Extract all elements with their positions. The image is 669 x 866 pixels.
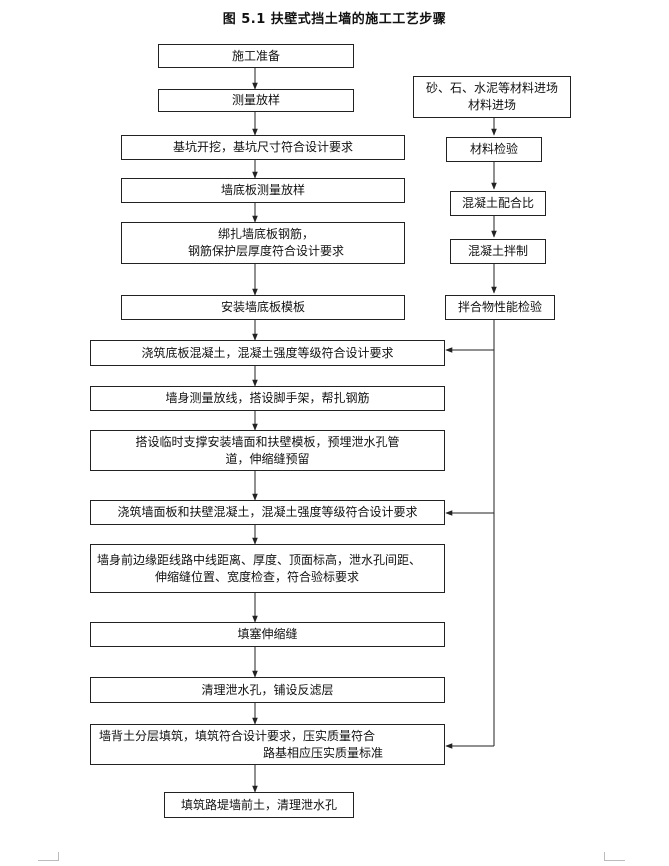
step-fill-expansion-joint: 填塞伸缩缝 — [90, 622, 445, 647]
step-wall-layout-scaffold: 墙身测量放线，搭设脚手架，帮扎钢筋 — [90, 386, 445, 411]
step-base-slab-layout: 墙底板测量放样 — [121, 178, 405, 203]
step-pour-wall-counterfort: 浇筑墙面板和扶壁混凝土，混凝土强度等级符合设计要求 — [90, 500, 445, 525]
step-front-fill-clean-drain: 填筑路堤墙前土，清理泄水孔 — [164, 792, 354, 818]
side-materials-arrival: 砂、石、水泥等材料进场材料进场 — [413, 76, 571, 118]
side-material-inspection: 材料检验 — [446, 137, 542, 162]
step-base-slab-rebar: 绑扎墙底板钢筋，钢筋保护层厚度符合设计要求 — [121, 222, 405, 264]
page-corner-mark-right — [604, 852, 625, 861]
step-backfill-compaction: 墙背土分层填筑，填筑符合设计要求，压实质量符合路基相应压实质量标准 — [90, 724, 445, 765]
step-base-slab-formwork: 安装墙底板模板 — [121, 295, 405, 320]
step-pour-base-slab: 浇筑底板混凝土，混凝土强度等级符合设计要求 — [90, 340, 445, 366]
step-temporary-support-formwork: 搭设临时支撑安装墙面和扶壁模板，预埋泄水孔管道，伸缩缝预留 — [90, 430, 445, 471]
side-concrete-mix-ratio: 混凝土配合比 — [450, 191, 546, 216]
step-construction-prep: 施工准备 — [158, 44, 354, 68]
figure-title: 图 5.1 扶壁式挡土墙的施工工艺步骤 — [222, 12, 447, 27]
side-concrete-mixing: 混凝土拌制 — [450, 239, 546, 264]
step-survey-layout: 测量放样 — [158, 89, 354, 112]
page-corner-mark-left — [38, 852, 59, 861]
side-mixture-performance-test: 拌合物性能检验 — [445, 295, 555, 320]
step-wall-inspection: 墙身前边缘距线路中线距离、厚度、顶面标高，泄水孔间距、伸缩缝位置、宽度检查，符合… — [90, 544, 445, 593]
step-clean-drain-filter: 清理泄水孔，铺设反滤层 — [90, 677, 445, 703]
step-pit-excavation: 基坑开挖，基坑尺寸符合设计要求 — [121, 135, 405, 160]
